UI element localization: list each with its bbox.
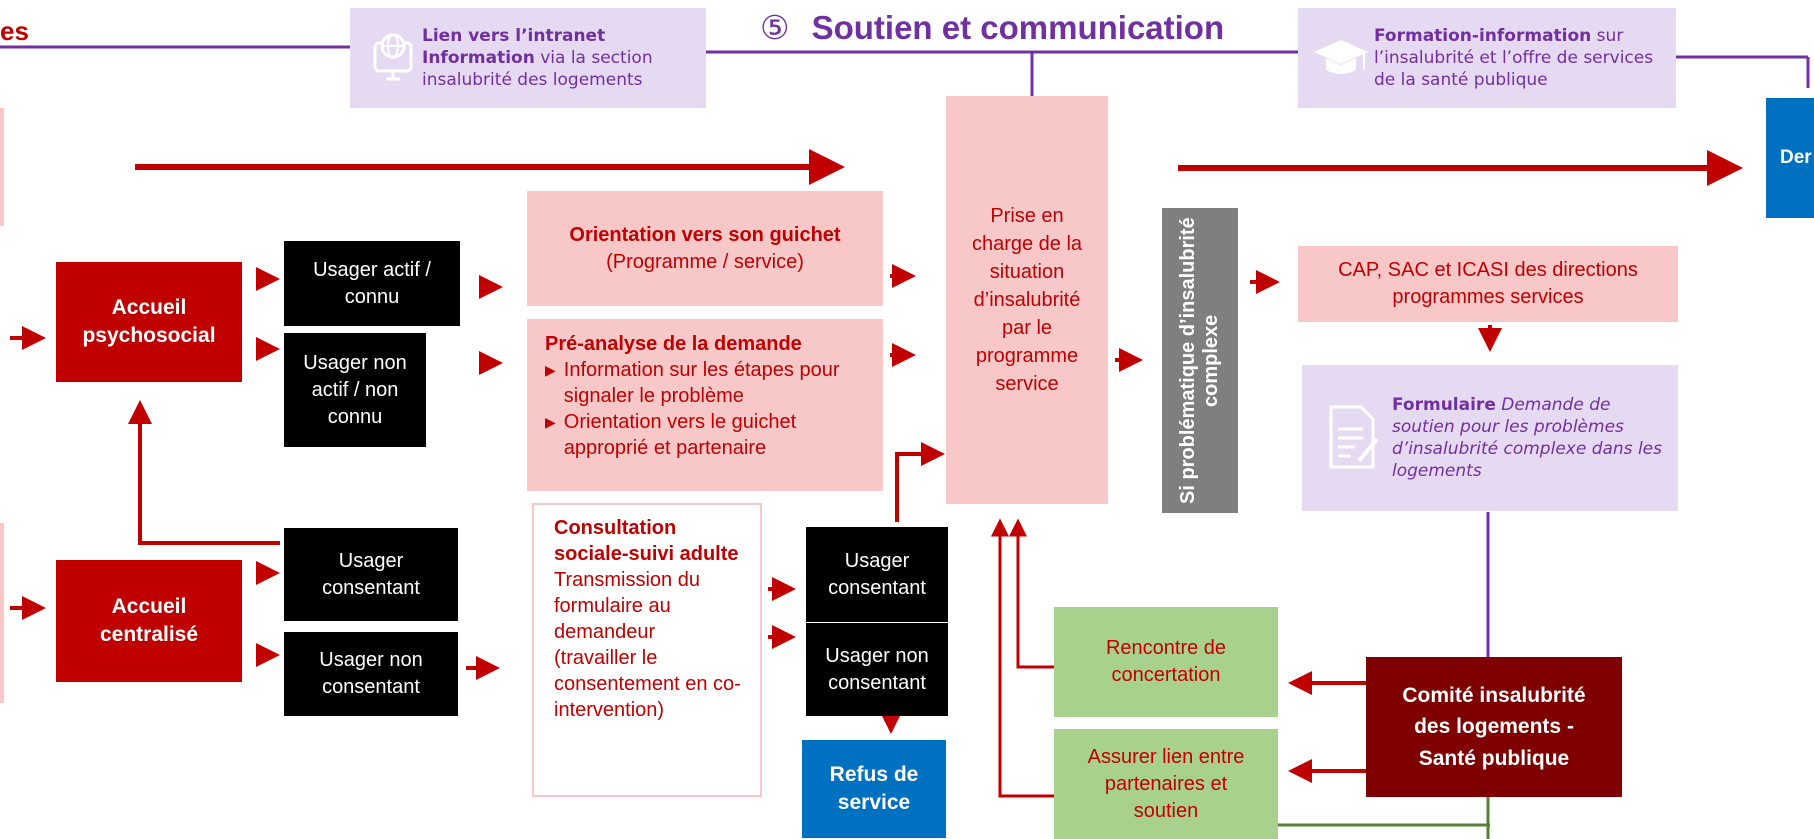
cap-label: CAP, SAC et ICASI des directions program… (1338, 259, 1638, 308)
rencontre-label: Rencontre de concertation (1105, 637, 1227, 686)
intranet-note-text: Lien vers l’intranet Information via la … (422, 25, 696, 91)
intranet-note-rest: via la section insalubrité des logements (422, 47, 653, 91)
section-title: ⑤ Soutien et communication (750, 8, 1235, 47)
usager-consentant-right-box: Usager consentant (806, 527, 948, 622)
formulaire-note: Formulaire Demande de soutien pour les p… (1302, 365, 1678, 511)
usager-non-actif-box: Usager non actif / non connu (284, 333, 426, 447)
usager-non-consentant-left-label: Usager non consentant (319, 649, 423, 698)
usager-actif-box: Usager actif / connu (284, 241, 460, 326)
formulaire-note-text: Formulaire Demande de soutien pour les p… (1392, 394, 1664, 482)
formation-note: Formation-information sur l’insalubrité … (1298, 8, 1676, 108)
assurer-box: Assurer lien entre partenaires et soutie… (1054, 729, 1278, 839)
graduation-cap-icon (1308, 36, 1374, 80)
accueil-psychosocial-label: Accueil psychosocial (82, 295, 216, 347)
usager-non-consentant-right-box: Usager non consentant (806, 623, 948, 716)
usager-consentant-left-label: Usager consentant (322, 549, 420, 599)
rencontre-box: Rencontre de concertation (1054, 607, 1278, 717)
preanalyse-bullet-1-text: Information sur les étapes pour signaler… (563, 359, 840, 407)
usager-non-consentant-right-label: Usager non consentant (825, 644, 929, 694)
orientation-title: Orientation vers son guichet (569, 223, 841, 246)
globe-monitor-icon (364, 29, 422, 87)
formation-note-rest: sur l’insalubrité et l’offre de services… (1374, 25, 1654, 91)
refus-service-box: Refus de service (802, 740, 946, 838)
left-edge-pink-top (0, 108, 4, 226)
left-title-fragment: es (0, 16, 29, 46)
refus-service-label: Refus de service (829, 762, 919, 814)
usager-non-actif-label: Usager non actif / non connu (303, 351, 407, 428)
intranet-note-bold: Lien vers l’intranet Information (422, 25, 606, 68)
preanalyse-title: Pré-analyse de la demande (545, 333, 802, 355)
left-edge-pink-bottom (0, 523, 4, 703)
red-arrows (10, 149, 1743, 798)
preanalyse-bullet-2: ▶ Orientation vers le guichet approprié … (545, 409, 865, 461)
consultation-box: Consultation sociale-suivi adulte Transm… (532, 503, 762, 797)
cap-box: CAP, SAC et ICASI des directions program… (1298, 246, 1678, 322)
intranet-note: Lien vers l’intranet Information via la … (350, 8, 706, 108)
formation-note-text: Formation-information sur l’insalubrité … (1374, 25, 1664, 91)
formulaire-note-italic: Demande de soutien pour les problèmes d’… (1392, 394, 1662, 482)
triangle-right-icon: ▶ (545, 414, 556, 430)
usager-non-consentant-left-box: Usager non consentant (284, 632, 458, 716)
si-probleme-label: Si problématique d’insalubrité complexe (1177, 217, 1222, 504)
accueil-psychosocial-box: Accueil psychosocial (56, 262, 242, 382)
triangle-right-icon: ▶ (545, 362, 556, 378)
preanalyse-bullet-2-text: Orientation vers le guichet approprié et… (563, 411, 797, 459)
orientation-box: Orientation vers son guichet (Programme … (527, 191, 883, 306)
usager-consentant-right-label: Usager consentant (828, 549, 926, 599)
assurer-label: Assurer lien entre partenaires et soutie… (1087, 745, 1245, 822)
prise-en-charge-label: Prise en charge de la situation d’insalu… (971, 205, 1083, 395)
accueil-centralise-box: Accueil centralisé (56, 560, 242, 682)
consultation-body: Transmission du formulaire au demandeur … (554, 569, 741, 721)
comite-box: Comité insalubrité des logements - Santé… (1366, 657, 1622, 797)
right-edge-box: Der (1766, 98, 1814, 218)
si-probleme-box: Si problématique d’insalubrité complexe (1162, 208, 1238, 513)
formulaire-note-bold: Formulaire (1392, 394, 1496, 415)
right-edge-text: Der (1780, 147, 1812, 169)
prise-en-charge-box: Prise en charge de la situation d’insalu… (946, 96, 1108, 504)
purple-support-line (0, 45, 1810, 660)
usager-actif-label: Usager actif / connu (313, 258, 431, 308)
formation-note-bold: Formation-information (1374, 25, 1592, 46)
preanalyse-box: Pré-analyse de la demande ▶ Information … (527, 319, 883, 491)
usager-consentant-left-box: Usager consentant (284, 528, 458, 621)
section-number: ⑤ (760, 8, 790, 47)
form-document-icon (1314, 403, 1392, 473)
orientation-subtitle: (Programme / service) (606, 250, 804, 273)
preanalyse-bullet-1: ▶ Information sur les étapes pour signal… (545, 357, 865, 409)
comite-label: Comité insalubrité des logements - Santé… (1402, 683, 1586, 770)
section-title-text: Soutien et communication (811, 8, 1225, 46)
accueil-centralise-label: Accueil centralisé (99, 594, 199, 646)
consultation-title: Consultation sociale-suivi adulte (554, 517, 739, 565)
